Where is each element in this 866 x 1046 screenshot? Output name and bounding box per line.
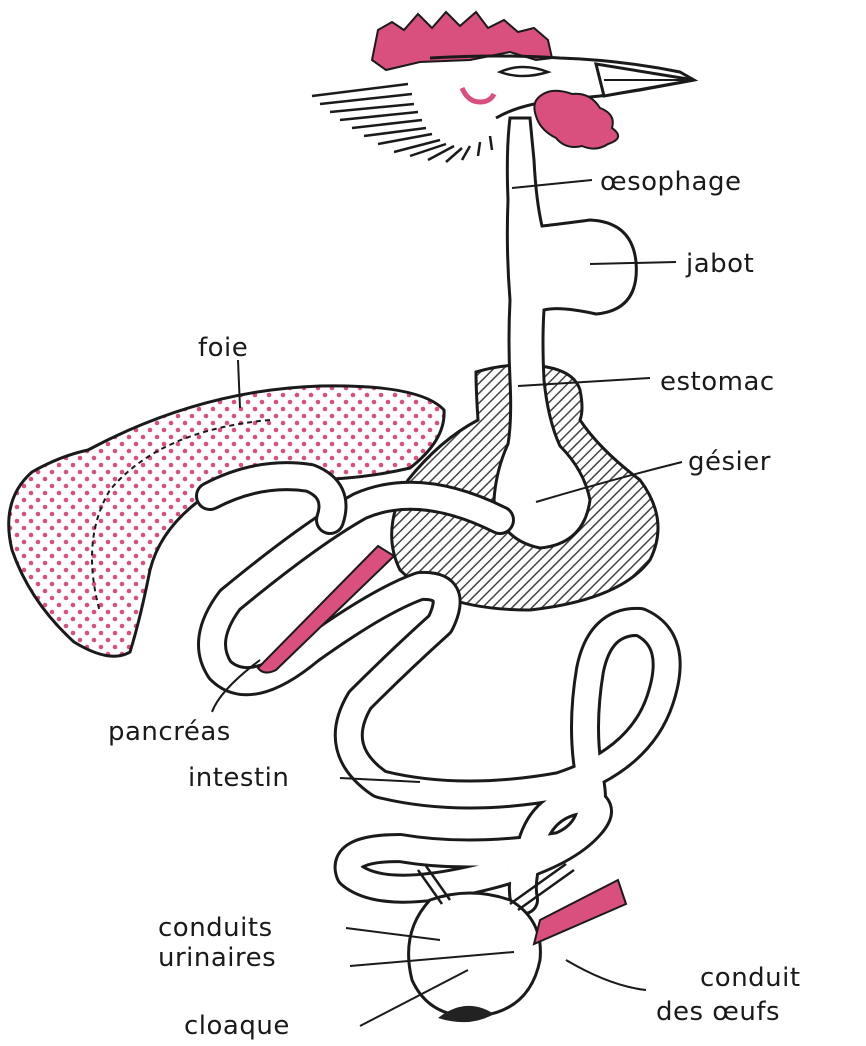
label-oesophage: œsophage xyxy=(600,167,741,197)
cloaca xyxy=(409,893,541,1022)
label-jabot: jabot xyxy=(685,249,754,279)
comb xyxy=(372,12,552,70)
bile-duct xyxy=(210,476,333,520)
label-conduit: conduit xyxy=(700,963,801,993)
wattle xyxy=(534,91,618,149)
label-pancreas: pancréas xyxy=(108,717,231,747)
label-estomac: estomac xyxy=(660,367,775,397)
label-gesier: gésier xyxy=(688,447,771,477)
label-conduits: conduits xyxy=(158,913,273,943)
label-intestin: intestin xyxy=(188,763,289,793)
label-urinaires: urinaires xyxy=(158,943,276,973)
label-cloaque: cloaque xyxy=(184,1011,290,1041)
label-des-oeufs: des œufs xyxy=(656,997,780,1027)
ear-mark xyxy=(462,88,494,102)
rooster-head xyxy=(312,12,694,162)
eye xyxy=(500,67,548,76)
label-foie: foie xyxy=(198,333,248,363)
